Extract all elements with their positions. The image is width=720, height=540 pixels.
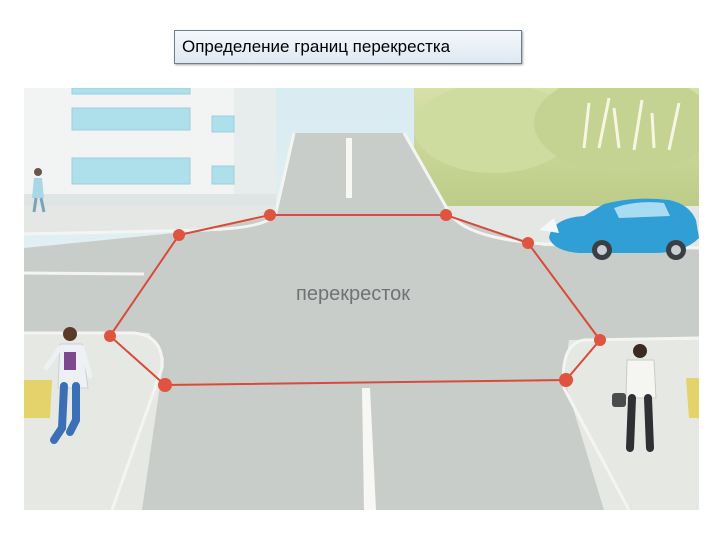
tree-icon (414, 88, 699, 213)
building-icon (24, 88, 276, 208)
boundary-point (173, 229, 185, 241)
boundary-point (264, 209, 276, 221)
boundary-point (158, 378, 172, 392)
car-icon (539, 198, 699, 260)
pedestrian-icon (612, 344, 657, 452)
road-surface (24, 133, 699, 510)
boundary-point (522, 237, 534, 249)
boundary-point (440, 209, 452, 221)
pedestrian-icon (43, 327, 93, 444)
grass-left (24, 380, 52, 418)
boundary-point (559, 373, 573, 387)
intersection-scene-svg: перекресток (24, 88, 699, 510)
sidewalk-top-left (24, 206, 294, 234)
pedestrian-icon (32, 168, 46, 213)
lane-markings (346, 138, 376, 510)
intersection-label: перекресток (296, 283, 410, 305)
boundary-point (104, 330, 116, 342)
grass-right (686, 378, 699, 418)
intersection-illustration: перекресток (24, 88, 699, 510)
slide-title: Определение границ перекрестка (174, 30, 522, 64)
boundary-point (594, 334, 606, 346)
intersection-boundary (104, 209, 606, 392)
